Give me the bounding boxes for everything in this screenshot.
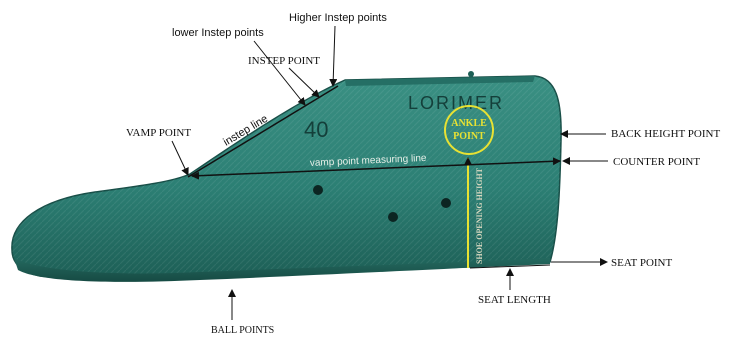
lower-instep-arrow <box>254 41 305 105</box>
ankle-label-line2: POINT <box>453 131 485 142</box>
last-top-pin <box>468 71 474 77</box>
lower-instep-label: lower Instep points <box>172 27 264 39</box>
back-height-point-label: BACK HEIGHT POINT <box>611 128 720 140</box>
higher-instep-arrow <box>333 26 335 86</box>
shoe-opening-height-label: SHOE OPENING HEIGHT <box>475 167 484 264</box>
last-hole <box>441 198 451 208</box>
counter-point-label: COUNTER POINT <box>613 156 700 168</box>
vamp-point-arrow <box>172 141 188 175</box>
size-mark: 40 <box>304 117 328 142</box>
vamp-point-label: VAMP POINT <box>126 127 191 139</box>
last-hole <box>388 212 398 222</box>
instep-point-arrow <box>289 68 319 97</box>
higher-instep-label: Higher Instep points <box>289 12 387 24</box>
seat-point-label: SEAT POINT <box>611 257 673 269</box>
ankle-label-line1: ANKLE <box>451 118 487 129</box>
ball-points-label: BALL POINTS <box>211 325 274 336</box>
last-hole <box>313 185 323 195</box>
seat-length-label: SEAT LENGTH <box>478 294 551 306</box>
instep-point-label: INSTEP POINT <box>248 55 320 67</box>
